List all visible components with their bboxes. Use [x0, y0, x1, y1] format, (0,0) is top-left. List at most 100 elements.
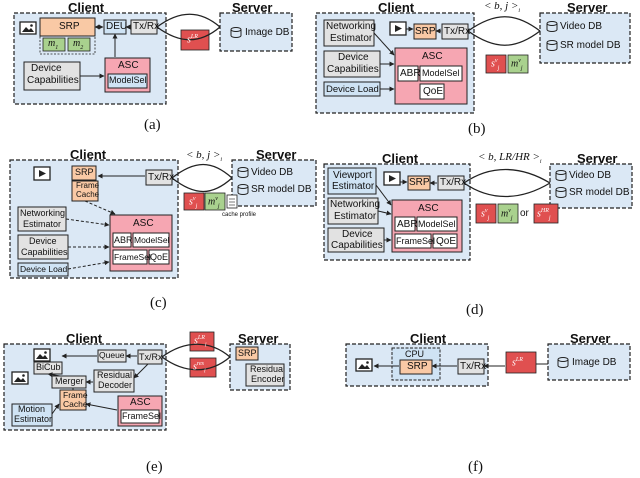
- frame-cache-label-c2: Cache: [76, 190, 100, 199]
- s-hr-box-d: [533, 203, 559, 224]
- caption-f: (f): [468, 459, 483, 475]
- tuple-label-c: < b, j >i: [186, 149, 223, 164]
- residual-encoder-label-1: Residual: [250, 364, 286, 374]
- s-res-label-e: sresi: [193, 361, 206, 375]
- panel-d: [323, 163, 633, 261]
- server-title-a: Server: [232, 0, 273, 15]
- image-icon: [355, 358, 373, 372]
- s-hr-label-d: sHRj: [537, 208, 551, 222]
- client-title-f: Client: [410, 331, 447, 346]
- device-cap-label-d1: Device: [342, 229, 373, 240]
- viewport-label-d2: Estimator: [332, 181, 375, 192]
- modelsel-label-b: ModelSel: [422, 68, 460, 78]
- s-v-label-b: svj: [491, 58, 500, 72]
- device-cap-label-b2: Capabilities: [327, 64, 379, 75]
- device-cap-box-a: [23, 61, 81, 91]
- s-v-box-d: [475, 203, 497, 224]
- device-cap-box-c: [17, 234, 69, 260]
- framesel-box-e: [120, 409, 160, 424]
- asc-label-e: ASC: [130, 397, 151, 408]
- device-cap-label-a1: Device: [31, 63, 62, 74]
- srp-box-e: [235, 346, 259, 361]
- s-v-box-c: [183, 192, 205, 211]
- s-lr-box-f: [505, 351, 537, 374]
- frame-cache-label-e2: Cache: [63, 399, 88, 409]
- s-lr-label-a: sLR: [187, 34, 198, 46]
- txrx-label-e: Tx/Rx: [139, 352, 163, 362]
- srp-box-c: [71, 165, 97, 181]
- panel-e: [3, 331, 291, 431]
- residual-decoder-box: [93, 369, 135, 393]
- motion-est-label-2: Estimator: [14, 414, 53, 424]
- residual-encoder-box: [245, 363, 285, 387]
- tuple-label-d: < b, LR/HR >i: [478, 151, 542, 166]
- qoe-label-d: QoE: [436, 236, 457, 247]
- image-icon: [19, 21, 37, 35]
- srp-label-f: SRP: [407, 361, 428, 372]
- abr-label-d: ABR: [397, 219, 418, 230]
- modelsel-label-c: ModelSel: [134, 235, 170, 245]
- m-v-label-b: mvj: [511, 58, 523, 72]
- txrx-label-b: Tx/Rx: [444, 26, 471, 37]
- framesel-label-e: FrameSel: [122, 411, 162, 421]
- txrx-label-c: Tx/Rx: [148, 172, 175, 183]
- qoe-label-b: QoE: [423, 86, 444, 97]
- panel-a: [13, 12, 293, 105]
- client-title-c: Client: [70, 147, 107, 162]
- motion-est-label-1: Motion: [18, 404, 46, 414]
- qoe-label-c: QoE: [150, 252, 169, 262]
- device-cap-label-d2: Capabilities: [331, 240, 383, 251]
- or-label-d: or: [520, 208, 529, 219]
- cache-profile-icon: [226, 194, 238, 209]
- server-box-f: [547, 343, 631, 381]
- server-box-d: [549, 163, 633, 209]
- play-icon: [389, 21, 407, 36]
- image-db-label-a: Image DB: [245, 27, 290, 38]
- client-title-e: Client: [66, 331, 103, 346]
- video-db-label-c: Video DB: [251, 167, 294, 178]
- server-title-e: Server: [238, 331, 279, 346]
- client-title-a: Client: [68, 0, 105, 15]
- net-est-box-b: [323, 19, 375, 47]
- device-cap-label-b1: Device: [338, 52, 369, 63]
- panel-c: [9, 159, 317, 279]
- motion-est-box: [11, 403, 53, 427]
- device-load-label-b: Device Load: [326, 84, 379, 95]
- device-cap-box-b: [323, 50, 381, 78]
- panel-f: [345, 343, 631, 387]
- bicub-label: BiCub: [36, 362, 61, 372]
- modelsel-box-d: [416, 216, 458, 232]
- frame-cache-label-c1: Frame: [76, 181, 100, 190]
- net-est-box-d: [327, 197, 379, 225]
- modelsel-box-a: [107, 73, 148, 89]
- s-v-box-b: [485, 54, 507, 74]
- cpu-label: CPU: [405, 349, 425, 359]
- asc-label-d: ASC: [418, 203, 439, 214]
- s-lr-box-e: [189, 331, 215, 352]
- m-v-label-d: mvj: [501, 208, 513, 222]
- server-title-f: Server: [570, 331, 611, 346]
- queue-label: Queue: [99, 350, 125, 360]
- caption-a: (a): [144, 117, 161, 133]
- residual-decoder-label-1: Residual: [97, 370, 133, 380]
- m2-box: [67, 37, 91, 52]
- net-est-label-b1: Networking: [326, 21, 377, 32]
- qoe-box-b: [419, 83, 445, 100]
- frame-cache-label-e1: Frame: [63, 390, 88, 400]
- server-title-d: Server: [577, 151, 618, 166]
- server-title-c: Server: [256, 147, 297, 162]
- srp-label-e: SRP: [238, 348, 257, 358]
- net-est-box-c: [17, 206, 67, 232]
- framesel-box-c: [112, 249, 148, 265]
- net-est-label-d2: Estimator: [334, 211, 377, 222]
- s-lr-label-e: sLRi: [194, 335, 207, 349]
- merger-label: Merger: [55, 376, 84, 386]
- caption-d: (d): [466, 302, 484, 318]
- tuple-label-b: < b, j >i: [484, 0, 521, 15]
- m-v-label-c: mvj: [208, 196, 220, 210]
- m2-label: m2: [73, 38, 84, 52]
- abr-box-d: [394, 216, 416, 232]
- server-box-a: [219, 12, 293, 52]
- cache-profile-label: cache profile: [222, 212, 257, 218]
